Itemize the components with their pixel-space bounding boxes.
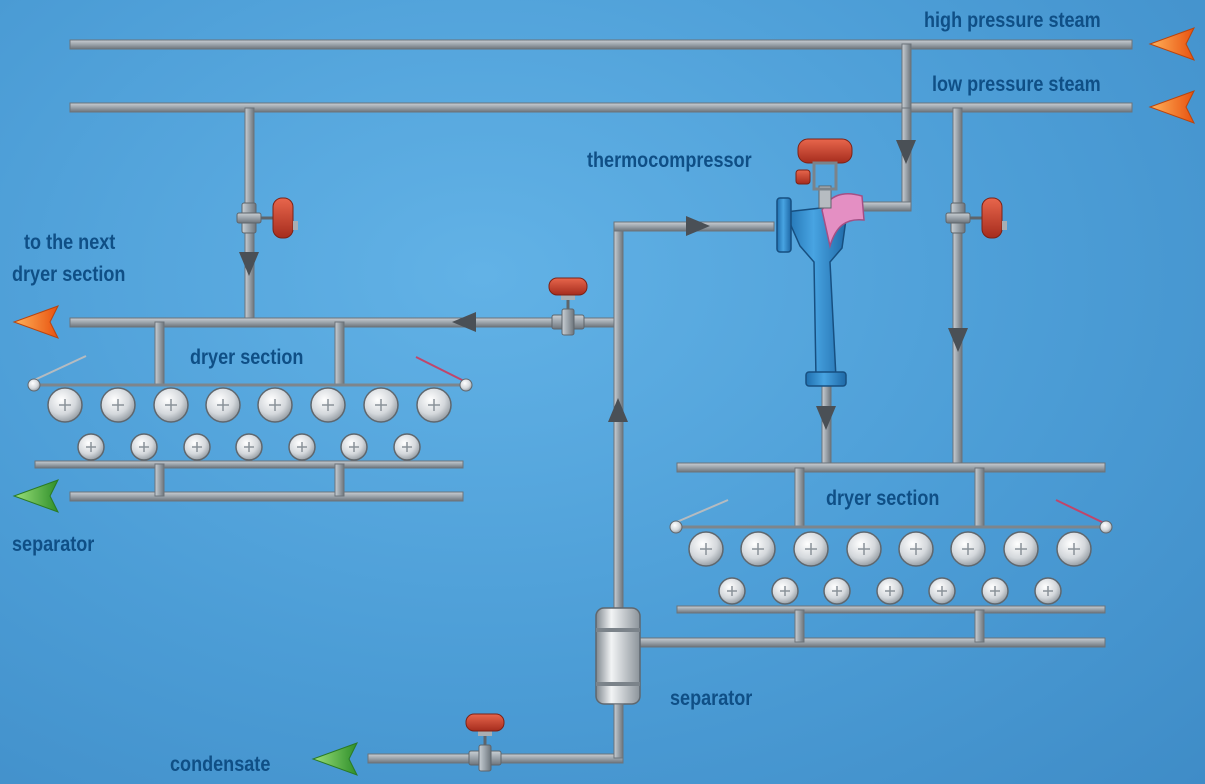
separator-vessel	[595, 607, 641, 759]
label-dryer-section-left: dryer section	[190, 346, 304, 369]
valve-condensate	[464, 712, 506, 773]
label-high-pressure-steam: high pressure steam	[924, 9, 1101, 32]
valve-right-lp	[944, 196, 1009, 240]
thermocompressor-unit	[776, 138, 865, 387]
valve-left-lp	[235, 196, 300, 240]
orange-arrow-icon	[13, 305, 59, 339]
valve-recycle	[547, 276, 589, 337]
label-low-pressure-steam: low pressure steam	[932, 73, 1101, 96]
orange-arrow-icon	[1149, 90, 1195, 124]
pipes	[34, 39, 1133, 764]
label-thermocompressor: thermocompressor	[587, 149, 752, 172]
green-arrow-icon	[312, 742, 358, 776]
label-to-next-line1: to the next	[24, 231, 116, 254]
dryer-section-right-cylinders	[669, 499, 1113, 605]
label-to-next-line2: dryer section	[12, 263, 126, 286]
dryer-section-left-cylinders	[27, 355, 473, 461]
green-arrow-icon	[13, 479, 59, 513]
label-dryer-section-right: dryer section	[826, 487, 940, 510]
orange-arrow-icon	[1149, 27, 1195, 61]
label-condensate: condensate	[170, 753, 271, 776]
label-separator-left: separator	[12, 533, 95, 556]
label-separator-right: separator	[670, 687, 753, 710]
